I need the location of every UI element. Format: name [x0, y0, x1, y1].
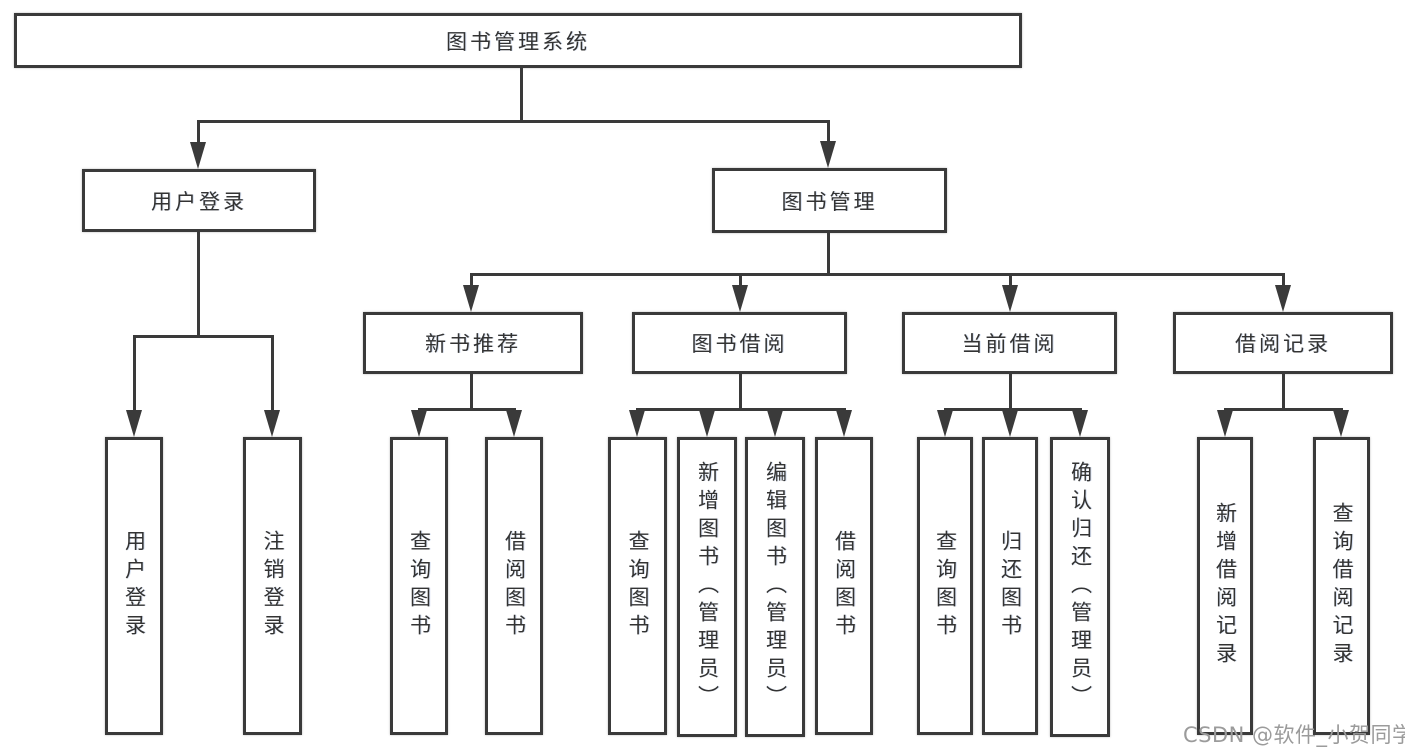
node-label: 新增借阅记录	[1213, 502, 1238, 670]
node-leaf-borrow-books-1: 借阅图书	[485, 437, 543, 735]
connector-line	[827, 233, 830, 273]
node-label: 查询图书	[626, 530, 651, 642]
connector-line	[197, 120, 200, 145]
connector-arrow	[937, 410, 953, 437]
node-leaf-add-books-admin: 新增图书（管理员）	[677, 437, 737, 737]
node-label: 查询图书	[407, 530, 432, 642]
connector-line	[944, 408, 1082, 411]
node-user-login: 用户登录	[82, 169, 316, 232]
connector-arrow	[411, 410, 427, 437]
node-label: 当前借阅	[961, 332, 1058, 356]
connector-line	[827, 120, 830, 144]
connector-arrow	[264, 410, 280, 437]
node-label: 注销登录	[261, 530, 286, 642]
connector-arrow	[1217, 410, 1233, 437]
node-leaf-query-books-2: 查询图书	[608, 437, 667, 735]
node-label: 查询借阅记录	[1330, 502, 1355, 670]
node-label: 编辑图书（管理员）	[763, 461, 788, 713]
node-borrowing-records: 借阅记录	[1173, 312, 1393, 374]
connector-line	[1282, 374, 1285, 408]
connector-arrow	[190, 142, 206, 169]
node-label: 图书管理系统	[446, 29, 590, 54]
node-label: 图书借阅	[691, 332, 788, 356]
connector-arrow	[1072, 410, 1088, 437]
connector-line	[470, 273, 473, 287]
node-label: 新书推荐	[425, 332, 521, 356]
connector-line	[739, 374, 742, 408]
connector-line	[1009, 374, 1012, 408]
connector-arrow	[836, 410, 852, 437]
connector-arrow	[1002, 410, 1018, 437]
node-label: 借阅记录	[1235, 332, 1331, 356]
node-current-borrowing: 当前借阅	[902, 312, 1117, 374]
node-library-management-system: 图书管理系统	[14, 13, 1022, 68]
connector-line	[739, 273, 742, 287]
connector-arrow	[732, 285, 748, 312]
connector-line	[1282, 273, 1285, 287]
node-leaf-confirm-return-admin: 确认归还（管理员）	[1050, 437, 1110, 737]
connector-arrow	[820, 141, 836, 168]
node-leaf-logout: 注销登录	[243, 437, 302, 735]
node-leaf-edit-books-admin: 编辑图书（管理员）	[745, 437, 805, 737]
node-leaf-add-borrow-record: 新增借阅记录	[1197, 437, 1253, 735]
watermark: CSDN @软件_小贺同学	[1183, 723, 1405, 747]
connector-line	[197, 120, 830, 123]
connector-line	[418, 408, 516, 411]
node-leaf-borrow-books-2: 借阅图书	[815, 437, 873, 735]
connector-line	[197, 232, 200, 335]
node-leaf-query-borrow-record: 查询借阅记录	[1313, 437, 1370, 735]
connector-arrow	[506, 410, 522, 437]
node-leaf-return-books: 归还图书	[982, 437, 1038, 735]
connector-line	[133, 335, 274, 338]
connector-line	[1224, 408, 1343, 411]
node-label: 归还图书	[998, 530, 1023, 642]
node-label: 确认归还（管理员）	[1068, 461, 1093, 713]
connector-line	[470, 374, 473, 408]
node-leaf-query-books-1: 查询图书	[390, 437, 448, 735]
connector-arrow	[699, 410, 715, 437]
connector-arrow	[1002, 285, 1018, 312]
connector-line	[520, 67, 523, 120]
node-book-borrowing: 图书借阅	[632, 312, 847, 374]
node-label: 用户登录	[122, 530, 147, 642]
connector-arrow	[1275, 285, 1291, 312]
connector-arrow	[463, 285, 479, 312]
connector-line	[133, 335, 136, 412]
connector-arrow	[629, 410, 645, 437]
connector-arrow	[126, 410, 142, 437]
node-book-management: 图书管理	[712, 168, 947, 233]
node-label: 新增图书（管理员）	[695, 461, 720, 713]
connector-line	[470, 273, 1284, 276]
node-label: 图书管理	[781, 189, 878, 214]
connector-arrow	[767, 410, 783, 437]
connector-arrow	[1333, 410, 1349, 437]
node-label: 借阅图书	[502, 530, 527, 642]
node-label: 用户登录	[151, 189, 247, 214]
node-leaf-query-books-3: 查询图书	[917, 437, 973, 735]
node-leaf-user-login: 用户登录	[105, 437, 163, 735]
connector-line	[271, 335, 274, 412]
node-label: 借阅图书	[832, 530, 857, 642]
node-label: 查询图书	[933, 530, 958, 642]
connector-line	[1009, 273, 1012, 287]
connector-line	[636, 408, 846, 411]
node-new-book-recommend: 新书推荐	[363, 312, 583, 374]
